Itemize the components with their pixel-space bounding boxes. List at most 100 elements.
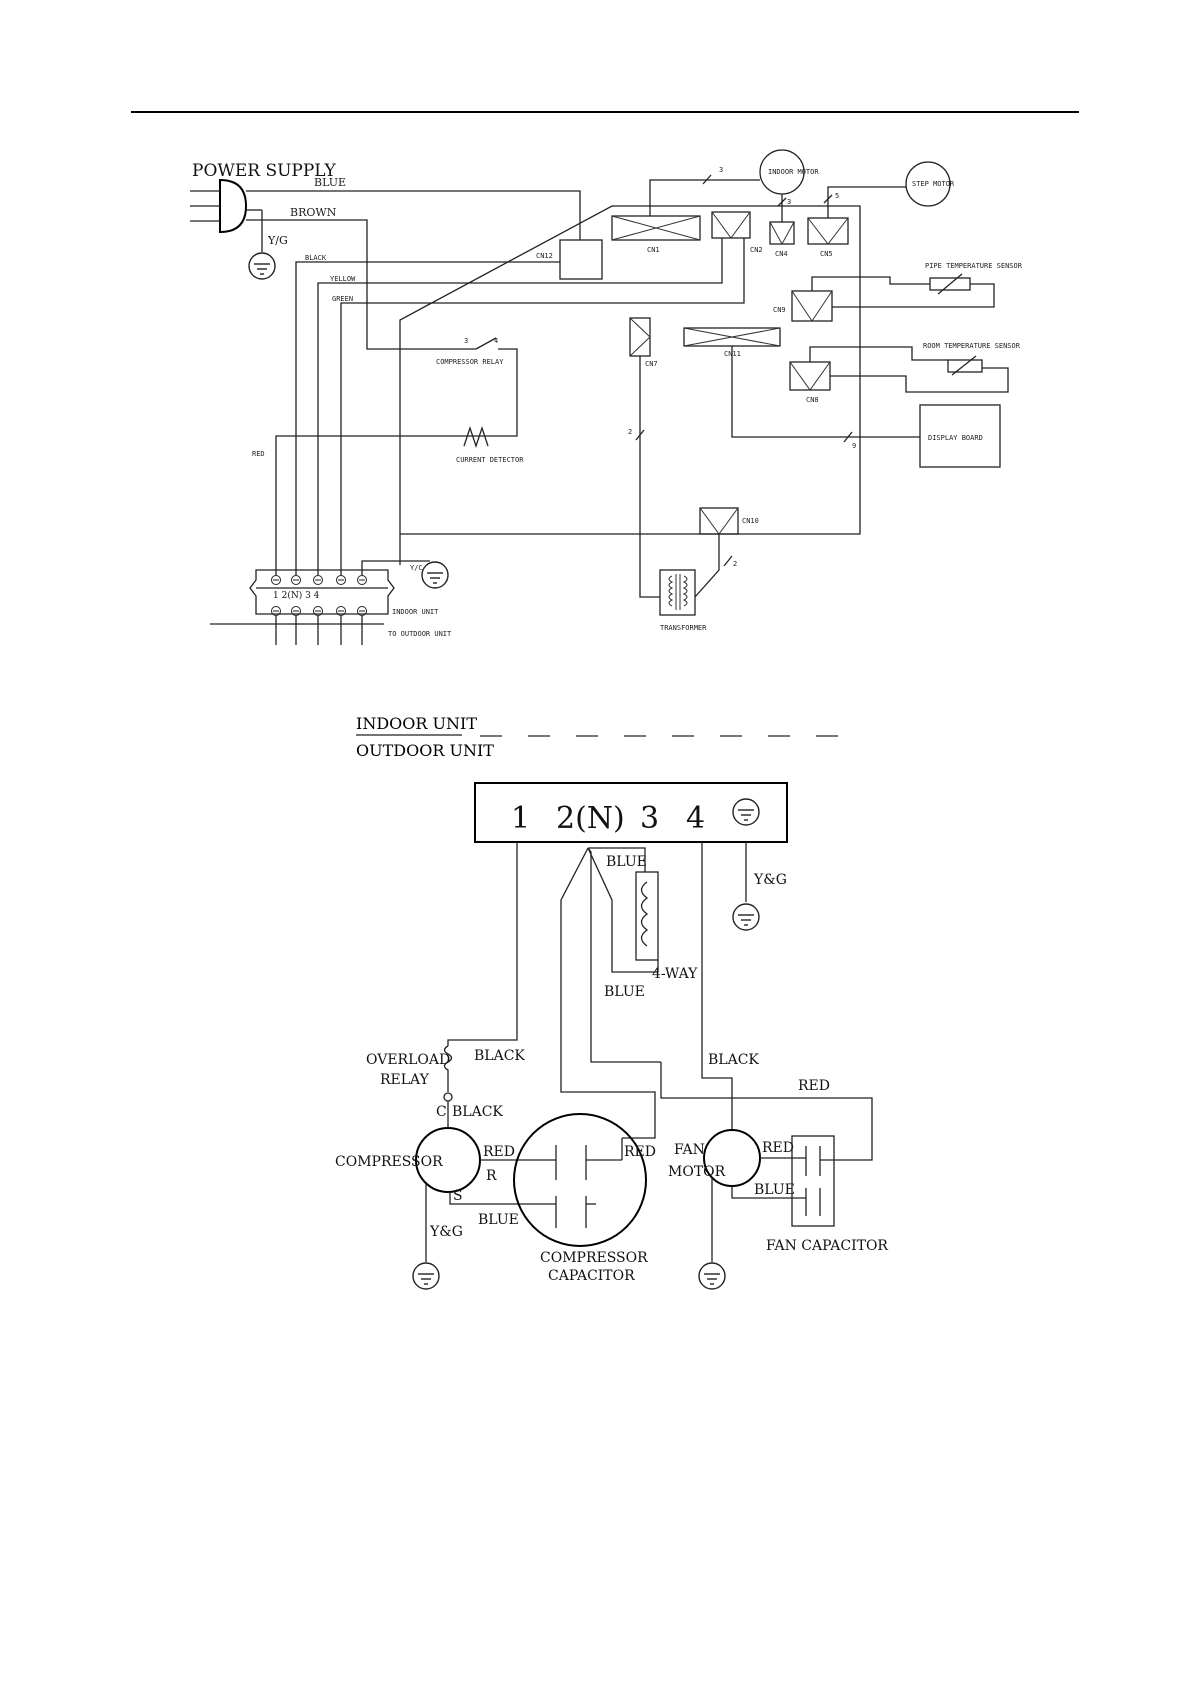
cn1-label: CN1 <box>647 246 660 254</box>
wire-green-label: GREEN <box>332 295 353 303</box>
indoor-unit-label: INDOOR UNIT <box>392 608 439 616</box>
yc-terminal-label: Y/C <box>410 564 423 572</box>
terminal-1: 1 <box>511 801 530 836</box>
black-c-label: BLACK <box>452 1104 503 1120</box>
four-way-valve-coil <box>635 871 659 961</box>
pipe-sensor-resistor <box>929 277 971 291</box>
relay-pin-3: 3 <box>464 337 468 345</box>
yg-right-label: Y&G <box>753 872 787 888</box>
blue-top-label: BLUE <box>606 854 647 870</box>
overload-relay-label-1: OVERLOAD <box>366 1052 450 1068</box>
connector-cn2 <box>711 211 751 239</box>
indoor-wiring: POWER SUPPLY Y/G BLUE BROWN BLACK YELLOW… <box>190 149 1023 645</box>
step-motor-icon <box>905 161 951 207</box>
connector-cn5 <box>807 217 849 245</box>
fan-label-1: FAN <box>674 1142 705 1158</box>
outdoor-indoor-unit-label: INDOOR UNIT <box>356 714 477 733</box>
step-motor-label: STEP MOTOR <box>912 180 955 188</box>
red-fan-label: RED <box>762 1140 794 1156</box>
wire-black-label: BLACK <box>305 254 327 262</box>
connector-cn1 <box>611 215 701 241</box>
bus-count-9: 9 <box>852 442 856 450</box>
outdoor-terminal-block <box>474 782 788 843</box>
connector-cn4 <box>769 221 795 245</box>
connector-cn8 <box>789 361 831 391</box>
wire-yellow-label: YELLOW <box>330 275 356 283</box>
red-top-label: RED <box>798 1078 830 1094</box>
connector-cn7 <box>629 317 651 357</box>
display-board-label: DISPLAY BOARD <box>928 434 983 442</box>
s-pin-label: S <box>453 1188 463 1204</box>
current-detector-label: CURRENT DETECTOR <box>456 456 524 464</box>
four-way-valve-winding <box>640 881 649 947</box>
relay-pin-4: 4 <box>494 337 498 345</box>
overload-relay-label-2: RELAY <box>380 1072 430 1088</box>
fan-capacitor-box <box>791 1135 835 1227</box>
terminal-4: 4 <box>686 801 705 836</box>
connector-cn10 <box>699 507 739 535</box>
cn4-label: CN4 <box>775 250 788 258</box>
red-cap-label: RED <box>624 1144 656 1160</box>
indoor-motor-label: INDOOR MOTOR <box>768 168 819 176</box>
ground-icon <box>412 1262 440 1290</box>
indoor-terminal-block <box>249 569 395 616</box>
bus-count-3a: 3 <box>719 166 723 174</box>
power-supply-label: POWER SUPPLY <box>192 161 337 181</box>
blue-s-label: BLUE <box>478 1212 519 1228</box>
wire-blue-label: BLUE <box>314 176 346 189</box>
outdoor-wiring: INDOOR UNIT OUTDOOR UNIT 1 2(N) 3 4 Y&G … <box>335 714 888 1290</box>
to-outdoor-unit-label: TO OUTDOOR UNIT <box>388 630 452 638</box>
r-pin-label: R <box>486 1168 497 1184</box>
yg-left-label: Y&G <box>429 1224 463 1240</box>
fan-label-2: MOTOR <box>668 1164 726 1180</box>
connector-cn12 <box>559 239 603 280</box>
room-sensor-resistor <box>947 359 983 373</box>
wire-yg-label: Y/G <box>267 234 288 247</box>
fan-capacitor-label: FAN CAPACITOR <box>766 1238 888 1254</box>
blue-bottom-label: BLUE <box>604 984 645 1000</box>
wire-red-label: RED <box>252 450 265 458</box>
pipe-sensor-label: PIPE TEMPERATURE SENSOR <box>925 262 1023 270</box>
bus-count-3b: 3 <box>787 198 791 206</box>
cn5-label: CN5 <box>820 250 833 258</box>
bus-count-2b: 2 <box>733 560 737 568</box>
ground-icon <box>732 903 760 931</box>
comp-cap-label-2: CAPACITOR <box>548 1268 635 1284</box>
bus-count-5: 5 <box>835 192 839 200</box>
terminal-ground-icon <box>732 798 760 826</box>
indoor-terminal-labels: 1 2(N) 3 4 <box>273 590 320 601</box>
current-detector-coil <box>463 425 489 449</box>
black-right-label: BLACK <box>708 1052 759 1068</box>
cn12-label: CN12 <box>536 252 553 260</box>
display-board-box <box>919 404 1001 468</box>
transformer-box <box>659 569 696 616</box>
cn10-label: CN10 <box>742 517 759 525</box>
compressor-relay-contact <box>475 337 497 350</box>
terminal-3: 3 <box>640 801 659 836</box>
ground-icon <box>698 1262 726 1290</box>
main-board-outline <box>399 205 861 535</box>
outdoor-unit-label: OUTDOOR UNIT <box>356 741 494 760</box>
bus-count-2a: 2 <box>628 428 632 436</box>
header-rule <box>131 111 1079 113</box>
transformer-label: TRANSFORMER <box>660 624 707 632</box>
compressor-label: COMPRESSOR <box>335 1154 443 1170</box>
terminal-2n: 2(N) <box>556 801 625 836</box>
cn8-label: CN8 <box>806 396 819 404</box>
comp-cap-label-1: COMPRESSOR <box>540 1250 648 1266</box>
cn9-label: CN9 <box>773 306 786 314</box>
power-plug <box>190 178 248 234</box>
connector-cn9 <box>791 290 833 322</box>
ground-icon <box>421 561 449 589</box>
cn7-label: CN7 <box>645 360 658 368</box>
red-r-label: RED <box>483 1144 515 1160</box>
room-sensor-label: ROOM TEMPERATURE SENSOR <box>923 342 1021 350</box>
blue-fan-label: BLUE <box>754 1182 795 1198</box>
ground-icon <box>248 252 276 280</box>
cn2-label: CN2 <box>750 246 763 254</box>
c-pin-label: C <box>436 1104 447 1120</box>
four-way-label: 4-WAY <box>652 966 698 982</box>
compressor-capacitor-icon <box>513 1113 647 1247</box>
compressor-relay-label: COMPRESSOR RELAY <box>436 358 504 366</box>
